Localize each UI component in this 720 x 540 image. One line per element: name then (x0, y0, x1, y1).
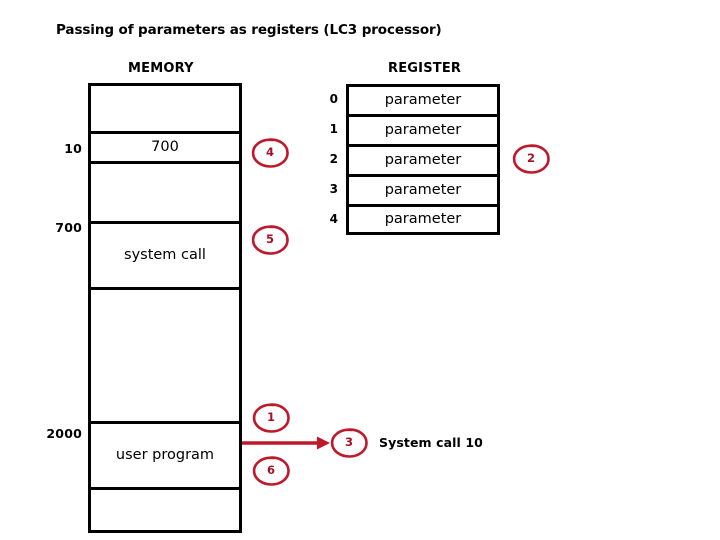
circle-annotation-icon (330, 428, 368, 458)
step-marker-2: 2 (512, 144, 550, 174)
circle-annotation-icon (252, 403, 290, 433)
circle-annotation-icon (252, 456, 290, 486)
memory-row-empty-bottom (91, 490, 239, 530)
register-index-4: 4 (329, 212, 338, 226)
register-cell-text: parameter (384, 92, 462, 109)
memory-cell-text: 700 (151, 139, 179, 156)
memory-table: 700 system call user program (88, 83, 242, 533)
memory-divider (91, 287, 239, 290)
step-marker-label: 5 (265, 232, 274, 247)
memory-row-empty-gap (91, 290, 239, 421)
step-marker-6: 6 (252, 456, 290, 486)
memory-divider (91, 131, 239, 134)
step-marker-5: 5 (251, 225, 289, 255)
step-marker-label: 1 (266, 410, 275, 425)
circle-annotation-icon (512, 144, 550, 174)
register-row-2: parameter (349, 147, 497, 174)
register-cell-text: parameter (384, 182, 462, 199)
step-marker-1: 1 (252, 403, 290, 433)
memory-divider (91, 421, 239, 424)
register-index-3: 3 (329, 182, 338, 196)
step-marker-3: 3 (330, 428, 368, 458)
memory-row-empty-mid (91, 164, 239, 221)
register-divider (349, 174, 497, 177)
register-divider (349, 204, 497, 207)
page-title: Passing of parameters as registers (LC3 … (56, 22, 442, 38)
system-call-caption: System call 10 (379, 435, 483, 450)
register-divider (349, 114, 497, 117)
memory-row-empty-top (91, 86, 239, 131)
flow-arrow-icon (242, 436, 330, 450)
memory-row-user-program: user program (91, 424, 239, 487)
memory-row-address-10: 700 (91, 134, 239, 161)
register-index-1: 1 (329, 122, 338, 136)
register-index-2: 2 (329, 152, 338, 166)
step-marker-4: 4 (251, 138, 289, 168)
register-index-0: 0 (329, 92, 338, 106)
step-marker-label: 6 (266, 463, 275, 478)
memory-cell-text: user program (115, 447, 215, 464)
register-row-3: parameter (349, 177, 497, 204)
register-divider (349, 144, 497, 147)
memory-divider (91, 161, 239, 164)
circle-annotation-icon (251, 138, 289, 168)
memory-address-label-2000: 2000 (46, 426, 82, 441)
step-marker-label: 4 (265, 145, 274, 160)
register-table: parameter parameter parameter parameter … (346, 84, 500, 235)
register-cell-text: parameter (384, 122, 462, 139)
circle-annotation-icon (251, 225, 289, 255)
register-cell-text: parameter (384, 152, 462, 169)
memory-cell-text: system call (124, 247, 206, 264)
memory-divider (91, 221, 239, 224)
register-column-heading: REGISTER (388, 61, 462, 76)
register-row-4: parameter (349, 207, 497, 232)
register-row-0: parameter (349, 87, 497, 114)
memory-row-system-call: system call (91, 224, 239, 287)
memory-address-label-700: 700 (55, 220, 82, 235)
memory-divider (91, 487, 239, 490)
memory-address-label-10: 10 (64, 141, 82, 156)
register-cell-text: parameter (384, 211, 462, 228)
register-row-1: parameter (349, 117, 497, 144)
memory-column-heading: MEMORY (128, 61, 194, 76)
step-marker-label: 3 (344, 435, 353, 450)
step-marker-label: 2 (526, 151, 535, 166)
